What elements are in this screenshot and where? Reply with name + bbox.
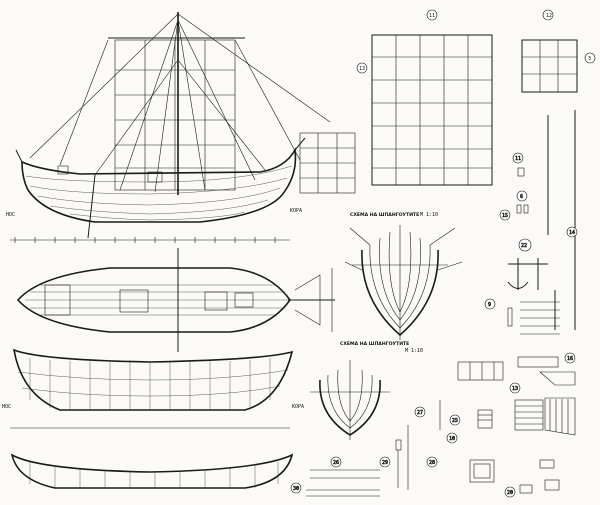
part-label-p11: 20: [507, 490, 513, 496]
part-label-p14: 30: [293, 486, 299, 492]
hull-tag-left: НОС: [2, 404, 11, 410]
steering-oar: [87, 174, 96, 239]
rigging: [29, 13, 331, 193]
body-plan-leaders: [344, 227, 463, 271]
large-sail-panel: 11 13: [356, 9, 493, 186]
body-plan-small: СХЕМА НА ШПАНГОУТИТЕ M 1:10: [310, 341, 423, 440]
deck-cargo: [147, 171, 163, 183]
small-fittings: 11 6 15 22 14: [499, 152, 578, 252]
body-plan-small-scale: M 1:10: [405, 348, 423, 354]
rails-stack: 9: [484, 298, 560, 335]
part-label-sail-side: 13: [359, 66, 365, 72]
part-label-p5: 22: [521, 243, 527, 249]
station-ticks: [14, 237, 276, 243]
crate-details: 25 10 20: [446, 409, 560, 498]
part-label-p1: 11: [515, 156, 521, 162]
anchor: [507, 258, 548, 290]
hull-outline: [21, 147, 297, 223]
hull-side-frames: НОС КОРА: [2, 348, 304, 429]
part-label-p15: 28: [429, 460, 435, 466]
part-label-p7: 14: [569, 230, 575, 236]
part-label-small-sail: 12: [546, 13, 552, 19]
part-label-sail: 11: [429, 13, 435, 19]
body-plan-large: СХЕМА НА ШПАНГОУТИТЕ M 1:10: [344, 212, 463, 340]
stern-castle: [57, 165, 69, 175]
hull-tag-right: КОРА: [292, 404, 304, 410]
part-label-p8: 25: [452, 418, 458, 424]
body-plan-caption: СХЕМА НА ШПАНГОУТИТЕ: [350, 212, 419, 218]
body-plan-scale: M 1:10: [420, 212, 438, 218]
part-label-p2: 6: [520, 194, 523, 200]
part-label-p12: 27: [417, 410, 423, 416]
spars: [547, 110, 576, 330]
bowsprit-sail: [294, 274, 321, 326]
part-label-p4: 9: [488, 302, 491, 308]
part-label-p10: 10: [449, 436, 455, 442]
stern-castle-detail: 16: [457, 352, 576, 386]
part-label-p13: 26: [333, 460, 339, 466]
small-sail-panel: 12 3: [521, 9, 596, 93]
stern-tag: НОС: [6, 212, 15, 218]
oars-and-tools: 27 26 30 28 29: [290, 400, 441, 497]
planking-blocks: 13: [509, 382, 576, 436]
side-elevation: НОС КОРА: [6, 12, 356, 243]
deck-hatches: [44, 284, 254, 316]
bow-sail: [299, 132, 356, 194]
part-label-p9: 13: [512, 386, 518, 392]
bow-tag: КОРА: [290, 208, 302, 214]
deck-planks: [25, 284, 288, 316]
part-label-p16: 29: [382, 460, 388, 466]
deck-plan: [16, 248, 335, 352]
part-label-p3: 15: [502, 213, 508, 219]
keel-view: [10, 453, 294, 489]
main-sail-grid: [114, 39, 236, 191]
part-label-p6: 16: [567, 356, 573, 362]
body-plan-small-caption: СХЕМА НА ШПАНГОУТИТЕ: [340, 341, 409, 347]
part-label-sail-right: 3: [588, 56, 591, 62]
